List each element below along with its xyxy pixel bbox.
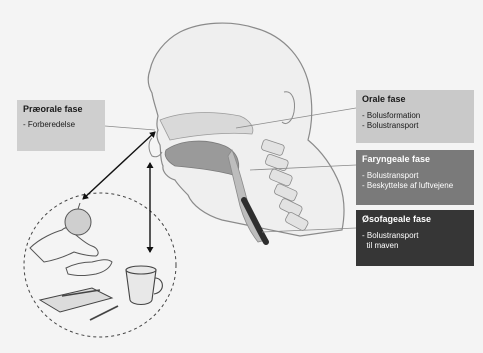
oral-phase-item: - Bolustransport — [362, 121, 468, 131]
apple — [65, 209, 91, 235]
preoral-phase-box: Præorale fase - Forberedelse — [17, 100, 105, 151]
hand-holding-apple — [30, 228, 98, 262]
esophageal-phase-box: Øsofageale fase - Bolustransport til mav… — [356, 210, 474, 266]
open-hand — [66, 260, 112, 276]
pharyngeal-phase-box: Faryngeale fase - Bolustransport - Besky… — [356, 150, 474, 205]
esophageal-phase-item: - Bolustransport — [362, 231, 468, 241]
preoral-phase-item: - Forberedelse — [23, 120, 99, 130]
preoral-phase-title: Præorale fase — [23, 104, 99, 115]
oral-phase-item: - Bolusformation — [362, 111, 468, 121]
knife — [90, 306, 118, 320]
plate — [40, 288, 112, 312]
oral-phase-box: Orale fase - Bolusformation - Bolustrans… — [356, 90, 474, 143]
esophageal-phase-item: til maven — [362, 241, 468, 251]
pharyngeal-phase-item: - Beskyttelse af luftvejene — [362, 181, 468, 191]
leader-preoral — [105, 126, 155, 130]
apple-stem — [78, 203, 80, 209]
mug — [126, 266, 162, 305]
esophageal-phase-title: Øsofageale fase — [362, 214, 468, 225]
pharyngeal-phase-item: - Bolustransport — [362, 171, 468, 181]
pharyngeal-phase-title: Faryngeale fase — [362, 154, 468, 165]
oral-phase-title: Orale fase — [362, 94, 468, 105]
